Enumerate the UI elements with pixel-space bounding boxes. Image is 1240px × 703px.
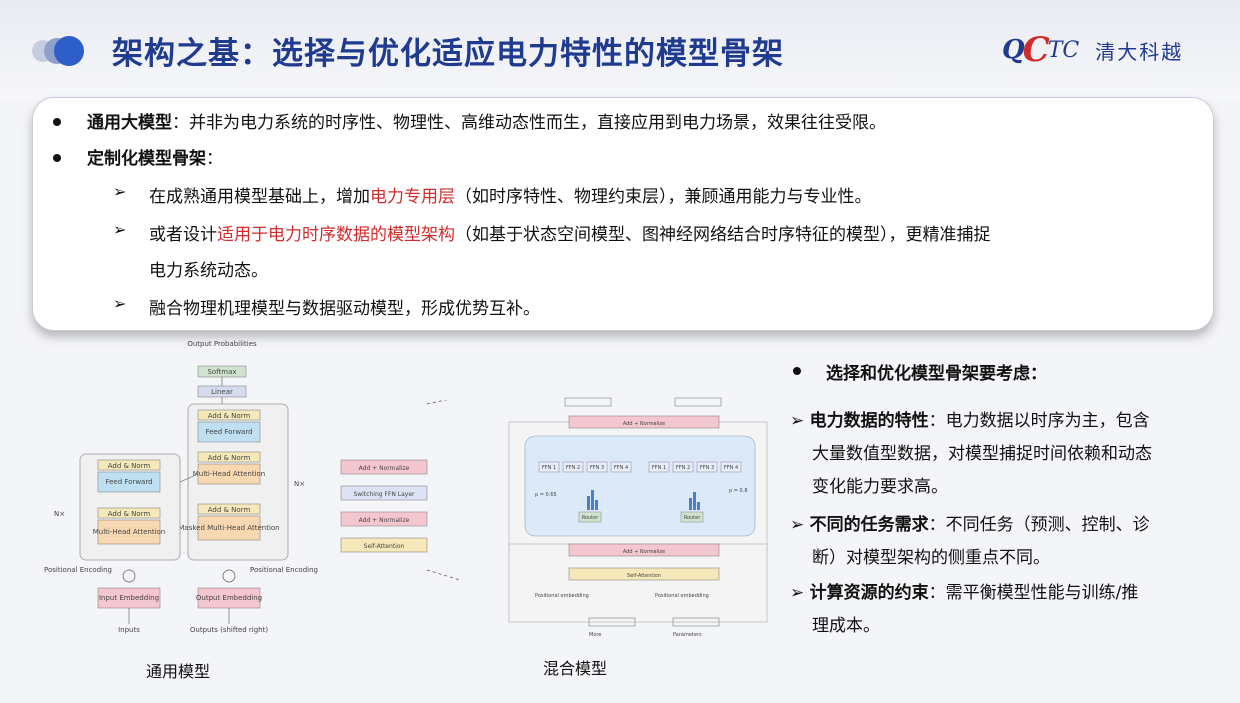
transformer-diagram: Output Probabilities Softmax Linear Add …	[44, 340, 318, 634]
svg-text:FFN 2: FFN 2	[566, 465, 580, 471]
consideration-1-line3: 变化能力要求高。	[812, 477, 948, 497]
arrow-icon: ➢	[113, 220, 127, 239]
svg-text:Masked Multi-Head Attention: Masked Multi-Head Attention	[178, 524, 279, 532]
svg-text:Add & Norm: Add & Norm	[108, 462, 151, 470]
svg-text:FFN 4: FFN 4	[614, 465, 628, 471]
output-probs-label: Output Probabilities	[187, 340, 257, 348]
svg-text:Input Embedding: Input Embedding	[99, 594, 159, 602]
consideration-1: ➢ 电力数据的特性：电力数据以时序为主，包含	[790, 411, 1150, 431]
svg-text:N×: N×	[54, 510, 65, 518]
svg-text:Outputs (shifted right): Outputs (shifted right)	[190, 626, 268, 634]
svg-text:Add + Normalize: Add + Normalize	[623, 549, 665, 555]
svg-text:Router: Router	[684, 515, 702, 521]
svg-text:Add + Normalize: Add + Normalize	[623, 421, 665, 427]
svg-text:More: More	[589, 632, 601, 638]
svg-text:Positional embedding: Positional embedding	[655, 593, 709, 599]
svg-text:Add & Norm: Add & Norm	[208, 454, 251, 462]
consideration-2-line2: 断）对模型架构的侧重点不同。	[812, 548, 1050, 568]
svg-text:Self-Attention: Self-Attention	[364, 543, 405, 550]
company-logo: Q C TC 清大科越	[1002, 30, 1184, 70]
softmax-label: Softmax	[207, 368, 236, 376]
svg-text:Positional Encoding: Positional Encoding	[250, 566, 318, 574]
consideration-1-line2: 大量数值型数据，对模型捕捉时间依赖和动态	[812, 444, 1152, 464]
svg-text:Multi-Head Attention: Multi-Head Attention	[193, 470, 265, 478]
svg-text:Add & Norm: Add & Norm	[208, 412, 251, 420]
consideration-3: ➢ 计算资源的约束：需平衡模型性能与训练/推	[790, 583, 1139, 603]
svg-text:p = 0.8: p = 0.8	[729, 488, 748, 494]
arrow-icon: ➢	[113, 294, 127, 313]
svg-text:Positional embedding: Positional embedding	[535, 593, 589, 599]
svg-text:FFN 3: FFN 3	[590, 465, 604, 471]
svg-text:Add & Norm: Add & Norm	[108, 510, 151, 518]
svg-text:N×: N×	[294, 480, 305, 488]
svg-text:Multi-Head Attention: Multi-Head Attention	[93, 528, 165, 536]
svg-text:Output Embedding: Output Embedding	[196, 594, 262, 602]
svg-text:Inputs: Inputs	[118, 626, 140, 634]
sub-item-2: 或者设计适用于电力时序数据的模型架构（如基于状态空间模型、图神经网络结合时序特征…	[149, 225, 991, 245]
bullet-icon	[53, 154, 61, 162]
svg-text:FFN 3: FFN 3	[700, 465, 714, 471]
svg-text:FFN 1: FFN 1	[542, 465, 556, 471]
item-custom-backbone: 定制化模型骨架：	[87, 149, 223, 169]
arrow-icon: ➢	[113, 182, 127, 201]
bullet-icon	[793, 367, 801, 375]
hybrid-model-diagram: Add + Normalize FFN 1 FFN 2 FFN 3 FFN 4 …	[508, 397, 768, 638]
svg-text:Router: Router	[582, 515, 600, 521]
general-model-caption: 通用模型	[146, 662, 211, 681]
svg-text:p = 0.65: p = 0.65	[535, 492, 557, 498]
svg-text:Add + Normalize: Add + Normalize	[359, 465, 410, 472]
summary-box: 通用大模型：并非为电力系统的时序性、物理性、高维动态性而生，直接应用到电力场景，…	[32, 97, 1214, 331]
svg-text:Positional Encoding: Positional Encoding	[44, 566, 112, 574]
svg-text:FFN 2: FFN 2	[676, 465, 690, 471]
sub-item-1: 在成熟通用模型基础上，增加电力专用层（如时序特性、物理约束层），兼顾通用能力与专…	[149, 187, 872, 207]
svg-text:Feed Forward: Feed Forward	[105, 478, 152, 486]
sub-item-2-cont: 电力系统动态。	[149, 261, 268, 281]
consideration-2: ➢ 不同的任务需求：不同任务（预测、控制、诊	[790, 515, 1150, 535]
svg-text:Feed Forward: Feed Forward	[205, 428, 252, 436]
consideration-3-line2: 理成本。	[812, 616, 880, 636]
company-name: 清大科越	[1095, 39, 1184, 64]
item-general-model: 通用大模型：并非为电力系统的时序性、物理性、高维动态性而生，直接应用到电力场景，…	[87, 113, 886, 133]
considerations-heading: 选择和优化模型骨架要考虑：	[826, 364, 1047, 384]
linear-label: Linear	[211, 388, 233, 396]
svg-text:Add + Normalize: Add + Normalize	[359, 517, 410, 524]
svg-text:Parameters: Parameters	[673, 632, 702, 638]
sub-item-3: 融合物理机理模型与数据驱动模型，形成优势互补。	[149, 299, 540, 319]
hybrid-model-caption: 混合模型	[543, 659, 608, 678]
header-background	[0, 0, 1240, 100]
bullet-icon	[53, 118, 61, 126]
svg-text:Switching FFN Layer: Switching FFN Layer	[353, 491, 415, 498]
svg-text:Self-Attention: Self-Attention	[627, 573, 661, 579]
svg-text:FFN 1: FFN 1	[652, 465, 666, 471]
svg-text:Add & Norm: Add & Norm	[208, 506, 251, 514]
page-title: 架构之基：选择与优化适应电力特性的模型骨架	[112, 36, 784, 72]
switch-layer-diagram: Add + Normalize Switching FFN Layer Add …	[340, 400, 462, 580]
svg-text:FFN 4: FFN 4	[724, 465, 738, 471]
